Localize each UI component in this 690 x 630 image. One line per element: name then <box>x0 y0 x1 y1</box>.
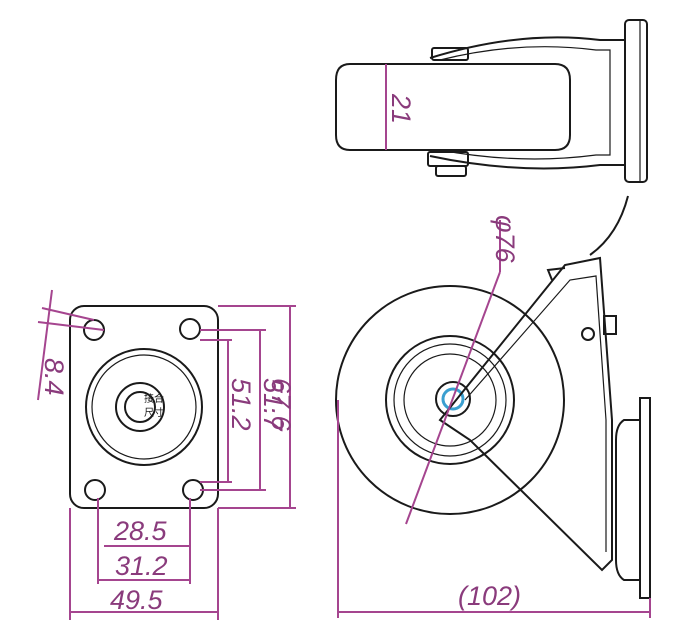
top-plate-view: 接合 尺寸 <box>69 305 219 509</box>
dim-hole-spacing-y-inner: 51.2 <box>226 378 256 431</box>
side-view-wheel <box>335 63 571 151</box>
top-plate-dimensions: 49.5 31.2 28.5 67.6 51.7 51.2 8.4 <box>37 289 296 620</box>
mounting-plate-outline <box>69 305 219 509</box>
side-view: 21 <box>335 19 648 256</box>
dim-overall-length: (102) <box>458 581 521 611</box>
dim-plate-width: 49.5 <box>110 585 164 615</box>
mounting-hole-bottom-left <box>84 479 106 501</box>
front-view-wheel-rim <box>385 335 515 465</box>
swivel-ring-inner <box>91 354 197 460</box>
front-view-plate <box>639 397 651 599</box>
dim-hole-spacing-x-inner: 28.5 <box>113 516 168 546</box>
dim-plate-height: 67.6 <box>266 378 296 432</box>
dim-hole-spacing-y-outer: 51.7 <box>258 378 288 432</box>
swivel-ring-outer <box>85 348 203 466</box>
axle-bolt-accent <box>441 387 465 411</box>
dim-hole-spacing-x-outer: 31.2 <box>115 551 168 581</box>
dim-hole-diameter: 8.4 <box>39 358 69 396</box>
kingpin-nut <box>124 391 156 423</box>
dim-wheel-width: 21 <box>386 93 416 124</box>
front-view-wheel-tire <box>335 285 565 515</box>
side-view-plate <box>624 19 648 183</box>
dim-wheel-diameter: φ76 <box>490 215 520 264</box>
front-view: φ76 (102) <box>335 215 651 618</box>
plate-label-line1: 接合 <box>144 392 164 405</box>
kingpin-outer <box>115 382 165 432</box>
mounting-hole-top-right <box>179 318 201 340</box>
side-view-fork <box>429 36 626 170</box>
dim-line-wheel-diameter <box>405 271 501 525</box>
brake-pedal <box>546 267 566 281</box>
front-view-fork <box>438 256 613 572</box>
plate-label-line2: 尺寸 <box>144 406 164 419</box>
